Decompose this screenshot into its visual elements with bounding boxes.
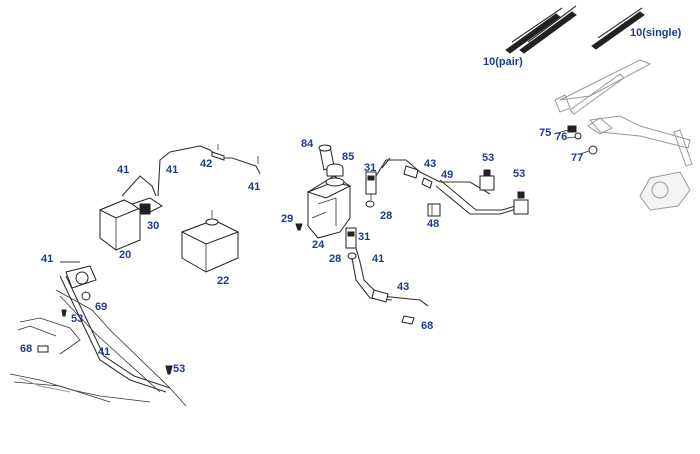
callout-76: 76 — [555, 131, 568, 143]
callout-53-bottom: 53 — [173, 363, 186, 375]
wiper-linkage-right — [554, 59, 693, 211]
callout-53-right: 53 — [513, 168, 526, 180]
callout-31-lower: 31 — [358, 231, 371, 243]
clip-48 — [427, 203, 441, 217]
screw-53-bottom — [165, 365, 173, 375]
connector-68-right — [401, 315, 415, 325]
callout-22: 22 — [217, 275, 230, 287]
callout-53-upper: 53 — [482, 152, 495, 164]
wiper-blade-pair — [505, 5, 577, 54]
callout-41-right: 41 — [248, 181, 261, 193]
wiper-blade-single — [591, 7, 645, 50]
callout-10-pair: 10(pair) — [483, 56, 523, 68]
callout-77: 77 — [571, 152, 584, 164]
screw-29 — [295, 223, 303, 231]
callout-69: 69 — [95, 301, 108, 313]
callout-84: 84 — [301, 138, 314, 150]
connector-43-lower — [371, 289, 389, 303]
nozzle-53-right — [513, 191, 529, 215]
pivot-parts — [553, 125, 598, 155]
callout-24: 24 — [312, 239, 325, 251]
linkage-left — [9, 261, 187, 407]
reservoir-24 — [306, 175, 352, 239]
callout-30: 30 — [147, 220, 160, 232]
grommet-28-upper — [365, 200, 375, 208]
callout-68-left: 68 — [20, 343, 33, 355]
cap-85 — [325, 163, 345, 187]
fitting-42 — [211, 144, 259, 164]
callout-10-single: 10(single) — [630, 27, 682, 39]
callout-31-upper: 31 — [364, 162, 377, 174]
callout-42: 42 — [200, 158, 213, 170]
screw-53-left — [61, 309, 67, 317]
connector-49 — [421, 177, 433, 189]
callout-41-mid: 41 — [166, 164, 179, 176]
hose-41-left — [121, 145, 261, 197]
pump-31-upper — [365, 171, 377, 200]
callout-41-left: 41 — [117, 164, 130, 176]
callout-41-bottom: 41 — [98, 346, 111, 358]
grommet-69 — [81, 291, 91, 301]
pump-31-lower — [345, 227, 357, 249]
callout-75: 75 — [539, 127, 552, 139]
callout-49: 49 — [441, 169, 454, 181]
reservoir-20 — [98, 197, 163, 251]
callout-28-upper: 28 — [380, 210, 393, 222]
callout-43-upper: 43 — [424, 158, 437, 170]
callout-53-left: 53 — [71, 313, 84, 325]
callout-43-lower: 43 — [397, 281, 410, 293]
reservoir-22 — [180, 210, 240, 273]
nozzle-53-upper — [479, 169, 495, 191]
connector-43-upper — [403, 165, 419, 179]
callout-20: 20 — [119, 249, 132, 261]
callout-41-center: 41 — [372, 253, 385, 265]
callout-68-right: 68 — [421, 320, 434, 332]
callout-41-lower-left: 41 — [41, 253, 54, 265]
callout-85: 85 — [342, 151, 355, 163]
callout-48: 48 — [427, 218, 440, 230]
callout-29: 29 — [281, 213, 294, 225]
hose-center — [351, 157, 523, 307]
callout-28-lower: 28 — [329, 253, 342, 265]
connector-68-left — [37, 345, 49, 353]
